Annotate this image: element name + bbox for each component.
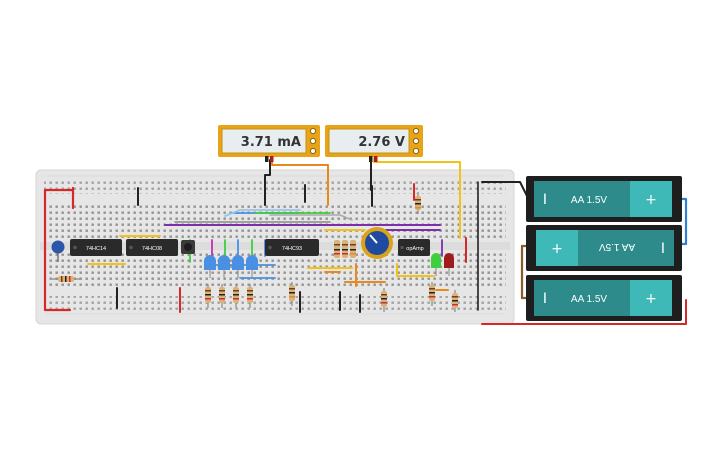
plus-terminal-icon: + <box>645 192 657 208</box>
ic-chip-74hc14[interactable]: 74HC14 <box>70 239 122 256</box>
potentiometer-knob[interactable] <box>361 227 393 259</box>
resistor-icon[interactable] <box>415 192 421 214</box>
multimeter-current[interactable]: 3.71 mA <box>218 125 320 162</box>
pushbutton[interactable] <box>181 240 195 254</box>
ic-chip-74hc93[interactable]: 74HC93 <box>265 239 319 256</box>
current-reading: 3.71 mA <box>241 135 301 150</box>
resistor-icon[interactable] <box>381 288 387 312</box>
mode-dial-icon[interactable] <box>309 137 317 145</box>
led-icon[interactable] <box>246 255 258 278</box>
led-icon[interactable] <box>232 255 244 278</box>
resistor-icon[interactable] <box>452 290 458 312</box>
minus-terminal-icon: I <box>543 291 547 307</box>
resistor-icon[interactable] <box>350 240 356 258</box>
plus-terminal-icon: + <box>645 291 657 307</box>
mode-dial-icon[interactable] <box>412 127 420 135</box>
mode-dial-icon[interactable] <box>412 137 420 145</box>
battery-pack[interactable]: I AA 1.5V + + AA 1.5V I I AA 1.5V + <box>526 176 682 321</box>
wires[interactable] <box>43 157 688 325</box>
resistor-icon[interactable] <box>219 284 225 308</box>
battery-label: AA 1.5V <box>599 241 635 252</box>
probe-terminal-icon[interactable] <box>369 156 373 162</box>
chip-label: 74HC93 <box>282 246 302 252</box>
mode-dial-icon[interactable] <box>309 127 317 135</box>
chip-label: 74HC08 <box>142 246 162 252</box>
multimeter-voltage[interactable]: 2.76 V <box>325 125 423 162</box>
resistor-icon[interactable] <box>247 284 253 308</box>
led-icon[interactable] <box>204 255 216 278</box>
resistors[interactable] <box>52 192 458 312</box>
voltage-reading: 2.76 V <box>358 135 405 150</box>
ic-chip-opamp[interactable]: opAmp <box>398 239 430 256</box>
chip-label: opAmp <box>406 246 423 252</box>
battery-1[interactable]: I AA 1.5V + <box>526 176 682 222</box>
battery-label: AA 1.5V <box>571 294 607 305</box>
red-led-icon[interactable] <box>444 253 454 276</box>
resistor-icon[interactable] <box>342 240 348 258</box>
chip-label: 74HC14 <box>86 246 106 252</box>
minus-terminal-icon: I <box>661 241 665 257</box>
mode-dial-icon[interactable] <box>412 147 420 155</box>
resistor-icon[interactable] <box>52 276 80 282</box>
probe-terminal-icon[interactable] <box>374 156 378 162</box>
green-led-icon[interactable] <box>431 253 441 276</box>
ic-chip-74hc08[interactable]: 74HC08 <box>126 239 178 256</box>
minus-terminal-icon: I <box>543 192 547 208</box>
probe-terminal-icon[interactable] <box>265 156 269 162</box>
led-icon[interactable] <box>218 255 230 278</box>
resistor-icon[interactable] <box>233 284 239 308</box>
resistor-icon[interactable] <box>289 282 295 306</box>
resistor-icon[interactable] <box>205 284 211 308</box>
capacitor-icon[interactable] <box>51 240 65 263</box>
blue-led-group[interactable] <box>204 255 258 278</box>
resistor-icon[interactable] <box>334 240 340 258</box>
resistor-icon[interactable] <box>429 282 435 306</box>
battery-2[interactable]: + AA 1.5V I <box>526 225 682 271</box>
plus-terminal-icon: + <box>551 241 563 257</box>
battery-label: AA 1.5V <box>571 195 607 206</box>
battery-3[interactable]: I AA 1.5V + <box>526 275 682 321</box>
probe-terminal-icon[interactable] <box>270 156 274 162</box>
mode-dial-icon[interactable] <box>309 147 317 155</box>
